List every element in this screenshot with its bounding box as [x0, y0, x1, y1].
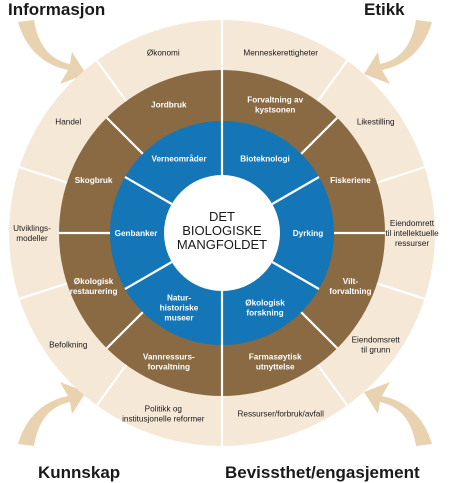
outer-ring-label: Likestilling	[357, 117, 395, 126]
outer-divider	[316, 364, 349, 406]
inner-divider	[271, 176, 320, 205]
inner-divider	[124, 176, 173, 205]
arrow-top-left-icon	[18, 20, 86, 84]
outer-divider	[19, 282, 68, 300]
arrow-bottom-right-icon	[364, 382, 432, 446]
outer-divider	[95, 60, 128, 102]
outer-divider	[19, 166, 68, 184]
arrow-bottom-left-icon	[18, 382, 86, 446]
corner-label-etikk: Etikk	[364, 0, 405, 19]
middle-divider	[300, 116, 339, 155]
middle-ring-label: Vilt-forvaltning	[329, 277, 371, 296]
outer-ring-label: Ressurser/forbruk/avfall	[237, 410, 324, 419]
rings	[9, 20, 435, 446]
middle-ring-label: Fiskeriene	[330, 176, 371, 185]
middle-ring-label: Jordbruk	[151, 101, 187, 110]
corner-label-informasjon: Informasjon	[8, 0, 106, 19]
arrow-top-right-icon	[364, 20, 432, 84]
outer-divider	[376, 282, 425, 300]
outer-ring-label: Handel	[55, 117, 81, 126]
inner-divider	[271, 261, 320, 290]
middle-divider	[105, 311, 144, 350]
inner-ring-label: Genbanker	[115, 229, 159, 238]
outer-divider	[316, 60, 349, 102]
center-circle	[164, 175, 280, 291]
inner-divider	[124, 261, 173, 290]
middle-ring-label: Skogbruk	[75, 176, 113, 185]
outer-divider	[376, 166, 425, 184]
outer-ring-label: Befolkning	[49, 341, 88, 350]
inner-ring-label: Verneområder	[151, 154, 207, 164]
middle-ring-label: Vannressurs-forvaltning	[143, 352, 195, 371]
outer-divider	[95, 364, 128, 406]
corner-label-kunnskap: Kunnskap	[38, 463, 121, 482]
outer-ring-label: Utviklings-modeller	[13, 224, 51, 243]
inner-ring-label: Dyrking	[293, 229, 323, 238]
outer-ring-label: Økonomi	[147, 48, 180, 57]
inner-ring-label: Bioteknologi	[240, 155, 290, 164]
outer-ring-label: Menneskerettigheter	[243, 48, 318, 57]
ring-labels: MenneskerettigheterLikestillingEiendomre…	[13, 48, 439, 423]
corner-arrows	[18, 20, 432, 446]
middle-divider	[105, 116, 144, 155]
corner-label-bevissthet: Bevissthet/engasjement	[225, 463, 420, 482]
middle-divider	[300, 311, 339, 350]
